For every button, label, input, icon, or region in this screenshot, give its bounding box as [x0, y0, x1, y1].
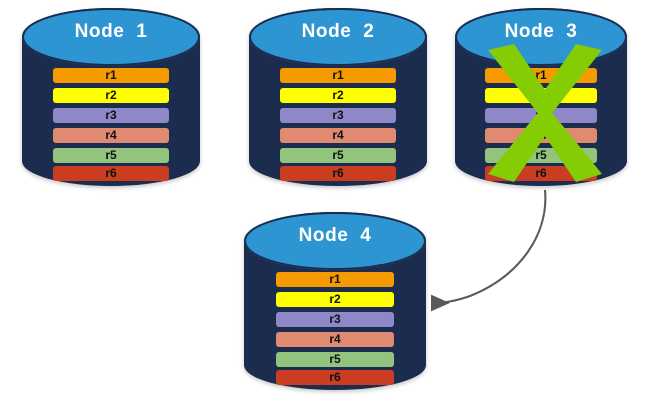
node-2[interactable]: Node 2 r1 r2 r3 r4 r5 r6	[249, 8, 427, 186]
node-4-row-r1: r1	[276, 272, 394, 287]
node-2-row-r1: r1	[280, 68, 396, 83]
node-4-row-label: r6	[329, 370, 341, 384]
node-2-row-r3: r3	[280, 108, 396, 123]
node-2-row-label: r1	[332, 68, 344, 82]
node-1[interactable]: Node 1 r1 r2 r3 r4 r5 r6	[22, 8, 200, 186]
node-2-cylinder-top	[249, 8, 427, 66]
node-1-row-r3: r3	[53, 108, 169, 123]
node-2-row-label: r6	[332, 166, 344, 180]
node-3-row-r2: r2	[485, 88, 597, 103]
node-4-title: Node 4	[298, 225, 372, 246]
node-2-rows: r1 r2 r3 r4 r5 r6	[249, 8, 427, 186]
node-2-row-label: r4	[332, 128, 344, 142]
node-3-row-label: r4	[535, 128, 547, 142]
node-2-row-label: r5	[332, 148, 344, 162]
node-3-row-label: r2	[535, 88, 547, 102]
node-2-title: Node 2	[301, 21, 375, 42]
node-2-row-label: r2	[332, 88, 344, 102]
node-1-row-label: r5	[105, 148, 117, 162]
node-1-row-label: r3	[105, 108, 117, 122]
node-1-cylinder-top	[22, 8, 200, 66]
node-3-row-r3: r3	[485, 108, 597, 123]
node-4-row-label: r4	[329, 332, 341, 346]
node-3-title: Node 3	[504, 21, 578, 42]
node-4-row-label: r5	[329, 352, 341, 366]
node-1-row-r6: r6	[53, 166, 169, 181]
node-1-title: Node 1	[74, 21, 148, 42]
node-4-row-r2: r2	[276, 292, 394, 307]
node-1-row-label: r1	[105, 68, 117, 82]
node-1-row-r4: r4	[53, 128, 169, 143]
node-1-row-label: r4	[105, 128, 117, 142]
node-4-row-label: r1	[329, 272, 341, 286]
node-3-row-label: r3	[535, 108, 547, 122]
node-1-row-label: r2	[105, 88, 117, 102]
node-4-row-r5: r5	[276, 352, 394, 367]
node-4-row-label: r2	[329, 292, 341, 306]
node-4-row-label: r3	[329, 312, 341, 326]
node-4-row-r3: r3	[276, 312, 394, 327]
node-3-row-r5: r5	[485, 148, 597, 163]
node-2-row-r4: r4	[280, 128, 396, 143]
node-3-row-r1: r1	[485, 68, 597, 83]
node-2-row-r6: r6	[280, 166, 396, 181]
node-3[interactable]: Node 3 r1 r2 r3 r4 r5 r6	[455, 8, 627, 186]
node-4-rows: r1 r2 r3 r4 r5 r6	[244, 212, 426, 390]
node-4-row-r4: r4	[276, 332, 394, 347]
node-1-row-r5: r5	[53, 148, 169, 163]
node-3-row-label: r5	[535, 148, 547, 162]
node-1-row-r2: r2	[53, 88, 169, 103]
node-2-row-r5: r5	[280, 148, 396, 163]
node-4[interactable]: Node 4 r1 r2 r3 r4 r5 r6	[244, 212, 426, 390]
node-4-cylinder-top	[244, 212, 426, 270]
node-1-rows: r1 r2 r3 r4 r5 r6	[22, 8, 200, 186]
node-3-row-label: r1	[535, 68, 547, 82]
node-3-row-r6: r6	[485, 166, 597, 181]
node-1-row-label: r6	[105, 166, 117, 180]
node-1-row-r1: r1	[53, 68, 169, 83]
node-4-row-r6: r6	[276, 370, 394, 385]
node-2-row-label: r3	[332, 108, 344, 122]
node-3-row-label: r6	[535, 166, 547, 180]
node-2-row-r2: r2	[280, 88, 396, 103]
node-3-row-r4: r4	[485, 128, 597, 143]
